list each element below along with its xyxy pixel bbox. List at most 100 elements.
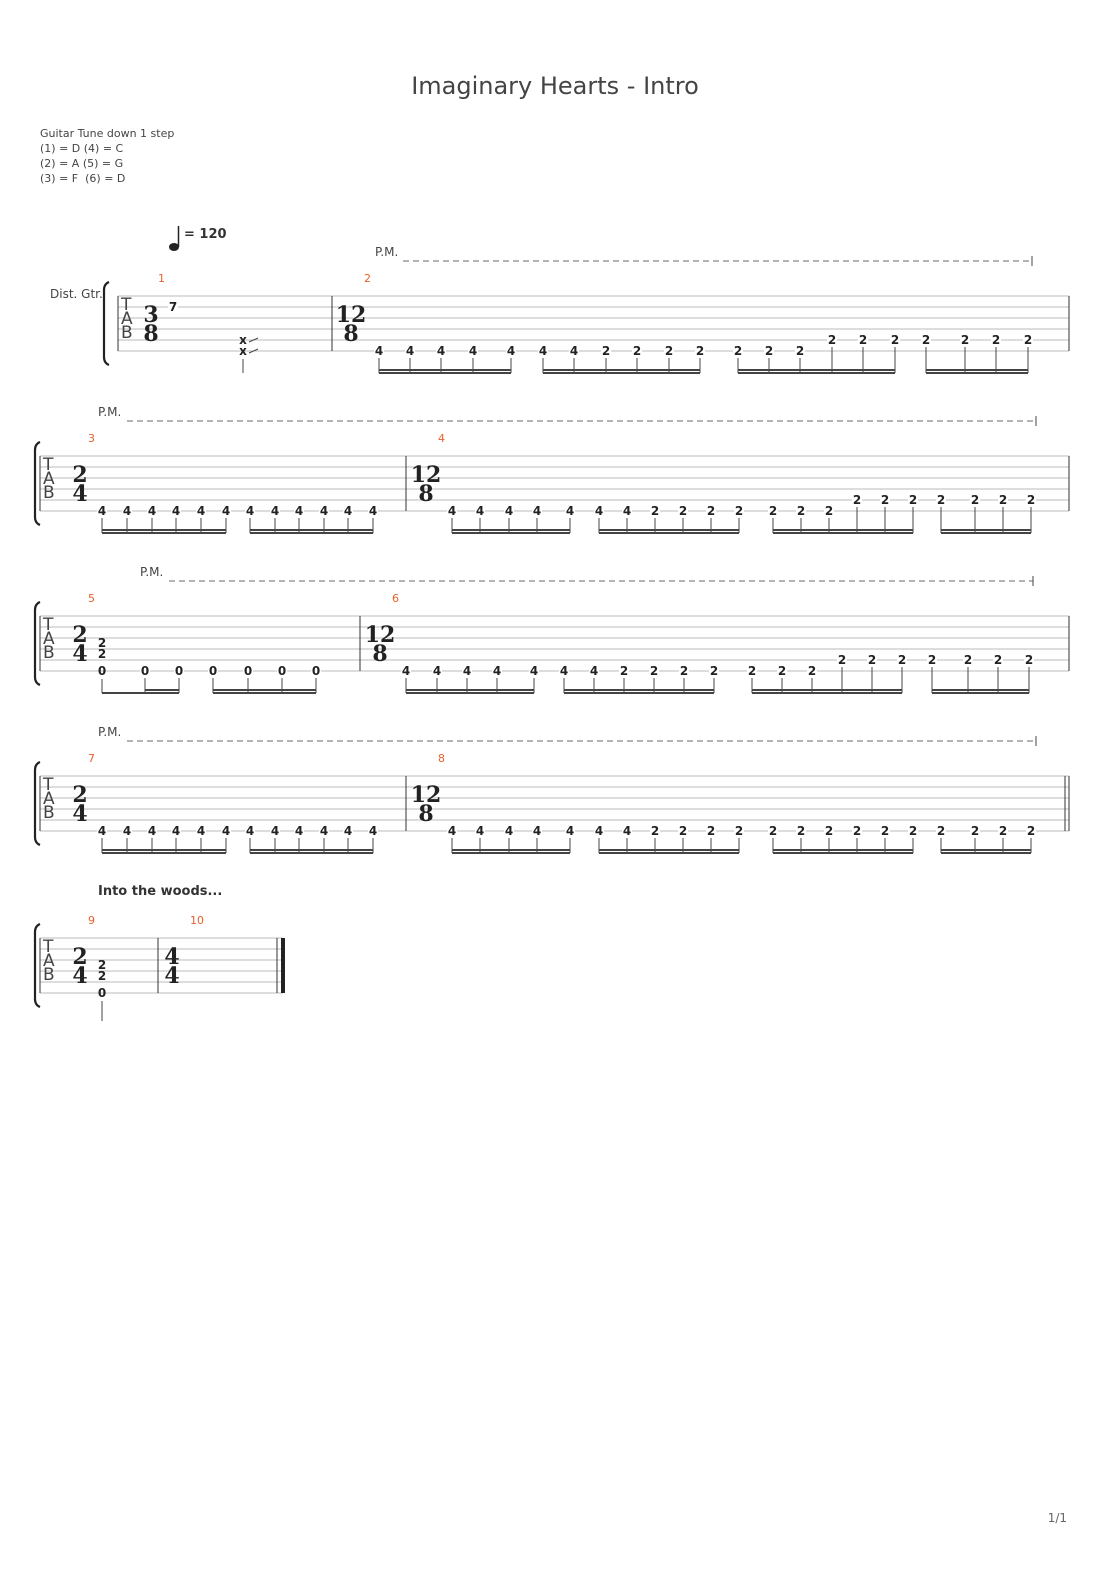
fret-number: 4	[246, 504, 254, 518]
fret-number: 2	[651, 824, 659, 838]
palm-mute-label: P.M.	[140, 565, 163, 579]
fret-bg	[171, 505, 181, 516]
fret-bg	[852, 825, 862, 836]
fret-number: 2	[999, 493, 1007, 507]
fret-number: 4	[369, 504, 377, 518]
muted-note-icon: x	[239, 333, 247, 347]
fret-number: 4	[98, 504, 106, 518]
fret-bg	[475, 825, 485, 836]
fret-number: 2	[825, 824, 833, 838]
fret-number: 4	[493, 664, 501, 678]
fret-bg	[171, 825, 181, 836]
fret-number: 2	[707, 504, 715, 518]
fret-number: 4	[197, 824, 205, 838]
fret-bg	[678, 825, 688, 836]
chord-fret-number: 2	[98, 636, 106, 650]
fret-bg	[777, 665, 787, 676]
fret-bg	[678, 505, 688, 516]
fret-number: 4	[570, 344, 578, 358]
chord-fret-number: 0	[98, 986, 106, 1000]
fret-bg	[890, 334, 900, 345]
fret-number: 4	[505, 504, 513, 518]
time-signature-bottom: 4	[72, 481, 87, 507]
time-signature-bottom: 8	[143, 321, 158, 347]
slide-icon	[248, 348, 259, 354]
measure-number: 9	[88, 914, 95, 927]
fret-bg	[1023, 334, 1033, 345]
fret-number: 4	[369, 824, 377, 838]
time-signature-bottom: 4	[72, 963, 87, 989]
fret-bg	[405, 345, 415, 356]
fret-bg	[122, 825, 132, 836]
fret-bg	[709, 665, 719, 676]
fret-bg	[764, 345, 774, 356]
tab-clef-letter: A	[43, 469, 55, 489]
fret-number: 4	[197, 504, 205, 518]
time-signature-top: 2	[72, 622, 87, 648]
time-signature-bottom: 8	[372, 641, 387, 667]
fret-bg	[679, 665, 689, 676]
palm-mute-label: P.M.	[375, 245, 398, 259]
fret-number: 4	[271, 504, 279, 518]
fret-number: 2	[891, 333, 899, 347]
fret-bg	[837, 654, 847, 665]
fret-bg	[796, 825, 806, 836]
fret-number: 2	[748, 664, 756, 678]
fret-number: 2	[898, 653, 906, 667]
measure-number: 1	[158, 272, 165, 285]
fret-bg	[140, 665, 150, 676]
fret-bg	[650, 505, 660, 516]
fret-bg	[998, 494, 1008, 505]
fret-number: 4	[595, 824, 603, 838]
fret-number: 4	[623, 824, 631, 838]
fret-bg	[998, 825, 1008, 836]
fret-bg	[936, 494, 946, 505]
fret-bg	[796, 505, 806, 516]
time-signature-top: 2	[72, 462, 87, 488]
fret-number: 2	[679, 504, 687, 518]
fret-number: 2	[735, 504, 743, 518]
fret-bg	[462, 665, 472, 676]
fret-number: 2	[602, 344, 610, 358]
measure-number: 4	[438, 432, 445, 445]
fret-number: 2	[679, 824, 687, 838]
fret-bg	[343, 825, 353, 836]
system-bracket	[33, 922, 41, 1009]
fret-number: 2	[853, 824, 861, 838]
fret-number: 2	[620, 664, 628, 678]
fret-number: 4	[433, 664, 441, 678]
fret-number: 2	[992, 333, 1000, 347]
fret-number: 2	[881, 493, 889, 507]
fret-bg	[706, 505, 716, 516]
fret-bg	[538, 345, 548, 356]
fret-number: 2	[825, 504, 833, 518]
tab-clef-letter: B	[43, 643, 55, 663]
fret-number: 0	[209, 664, 217, 678]
fret-number: 2	[633, 344, 641, 358]
fret-number: 7	[169, 300, 177, 314]
tab-clef-letter: B	[43, 965, 55, 985]
fret-bg	[880, 825, 890, 836]
fret-number: 2	[680, 664, 688, 678]
fret-number: 2	[961, 333, 969, 347]
tempo-marking: = 120	[184, 227, 227, 242]
fret-number: 2	[928, 653, 936, 667]
chord-fret-number: 2	[98, 969, 106, 983]
fret-bg	[649, 665, 659, 676]
fret-number: 4	[560, 664, 568, 678]
fret-bg	[852, 494, 862, 505]
fret-number: 4	[148, 504, 156, 518]
fret-number: 4	[172, 824, 180, 838]
fret-bg	[622, 505, 632, 516]
fret-number: 2	[808, 664, 816, 678]
fret-bg	[97, 505, 107, 516]
fret-bg	[196, 505, 206, 516]
fret-bg	[565, 825, 575, 836]
fret-bg	[824, 505, 834, 516]
fret-bg	[277, 665, 287, 676]
fret-number: 4	[98, 824, 106, 838]
fret-number: 4	[320, 824, 328, 838]
fret-number: 2	[971, 824, 979, 838]
fret-bg	[589, 665, 599, 676]
fret-bg	[532, 505, 542, 516]
